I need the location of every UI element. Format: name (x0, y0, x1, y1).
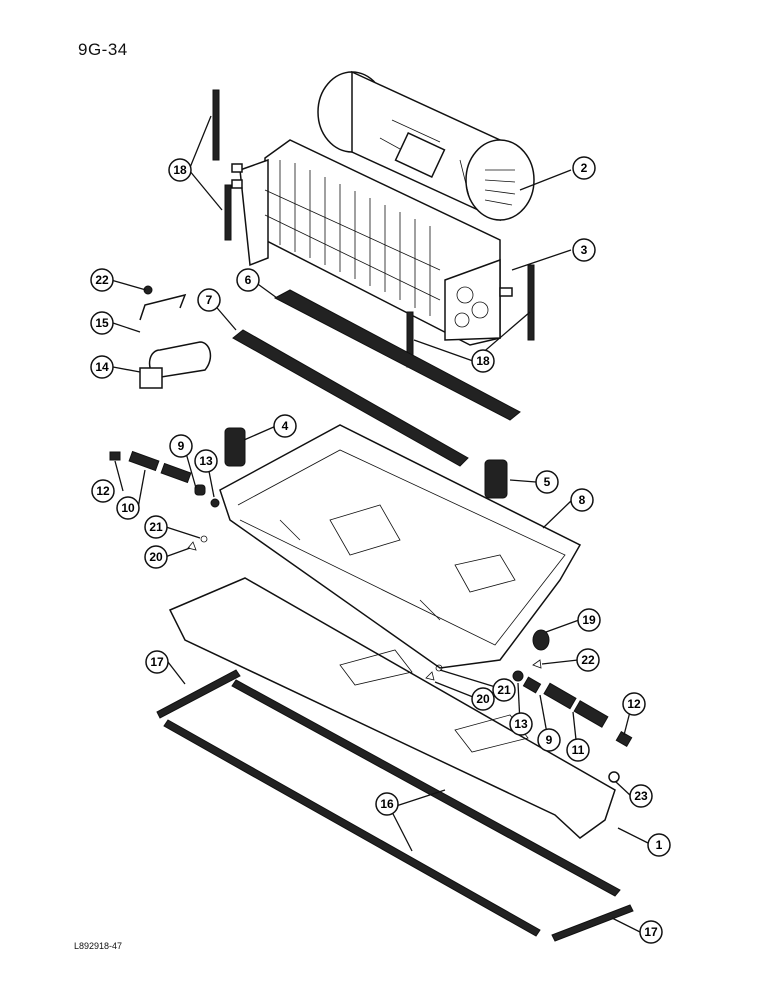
callout-21-left: 21 (144, 515, 168, 539)
callout-12-right: 12 (622, 692, 646, 716)
callout-15: 15 (90, 311, 114, 335)
callout-label: 20 (476, 692, 490, 706)
callout-label: 12 (96, 484, 110, 498)
callout-label: 9 (546, 733, 553, 747)
callout-label: 6 (245, 273, 252, 287)
housing (219, 424, 582, 669)
callout-6: 6 (236, 268, 260, 292)
page-number: 9G-34 (78, 40, 128, 59)
callout-label: 13 (199, 454, 213, 468)
callout-21-right: 21 (492, 678, 516, 702)
callout-label: 3 (581, 243, 588, 257)
cover-plate (168, 577, 616, 839)
callout-20-left: 20 (144, 545, 168, 569)
callout-label: 10 (121, 501, 135, 515)
callout-16: 16 (375, 792, 399, 816)
callout-18-top: 18 (168, 158, 192, 182)
callout-label: 15 (95, 316, 109, 330)
callout-13-right: 13 (509, 712, 533, 736)
callout-label: 11 (572, 743, 585, 757)
receiver-drier (139, 285, 212, 389)
callout-label: 20 (149, 550, 163, 564)
callout-7: 7 (197, 288, 221, 312)
callout-17-bottom: 17 (639, 920, 663, 944)
callout-23: 23 (629, 784, 653, 808)
callout-label: 18 (476, 354, 490, 368)
figure-code: L892918-47 (74, 941, 123, 951)
callout-label: 21 (149, 520, 163, 534)
callout-1: 1 (647, 833, 671, 857)
callout-label: 16 (380, 797, 394, 811)
callout-14: 14 (90, 355, 114, 379)
drain-valves (224, 427, 508, 499)
callout-label: 12 (627, 697, 641, 711)
callout-label: 1 (656, 838, 663, 852)
callout-label: 13 (514, 717, 528, 731)
callout-label: 9 (178, 439, 185, 453)
callout-label: 8 (579, 493, 586, 507)
callout-label: 23 (634, 789, 648, 803)
callout-11: 11 (566, 738, 590, 762)
callout-13-left: 13 (194, 449, 218, 473)
callout-9-left: 9 (169, 434, 193, 458)
callout-label: 17 (150, 655, 164, 669)
callout-label: 2 (581, 161, 588, 175)
callout-3: 3 (572, 238, 596, 262)
callout-label: 4 (282, 419, 289, 433)
callout-18-bottom: 18 (471, 349, 495, 373)
callout-label: 21 (497, 683, 511, 697)
callout-17-top: 17 (145, 650, 169, 674)
callout-label: 18 (173, 163, 187, 177)
callouts: 2 3 18 22 6 7 15 14 4 9 13 12 10 5 8 21 … (90, 156, 671, 944)
callout-label: 7 (206, 293, 213, 307)
callout-label: 22 (95, 273, 109, 287)
callout-22-right: 22 (576, 648, 600, 672)
foam-strips-6-7 (232, 289, 521, 467)
callout-19: 19 (577, 608, 601, 632)
callout-label: 5 (544, 475, 551, 489)
callout-12-left: 12 (91, 479, 115, 503)
callout-8: 8 (570, 488, 594, 512)
blower-assembly (317, 70, 535, 222)
callout-22-top: 22 (90, 268, 114, 292)
callout-label: 19 (582, 613, 596, 627)
callout-9-right: 9 (537, 728, 561, 752)
callout-2: 2 (572, 156, 596, 180)
callout-label: 14 (95, 360, 109, 374)
callout-10: 10 (116, 496, 140, 520)
callout-4: 4 (273, 414, 297, 438)
callout-label: 22 (581, 653, 595, 667)
small-hardware (109, 450, 633, 783)
callout-label: 17 (644, 925, 658, 939)
gaskets (156, 669, 634, 942)
callout-5: 5 (535, 470, 559, 494)
callout-20-right: 20 (471, 687, 495, 711)
